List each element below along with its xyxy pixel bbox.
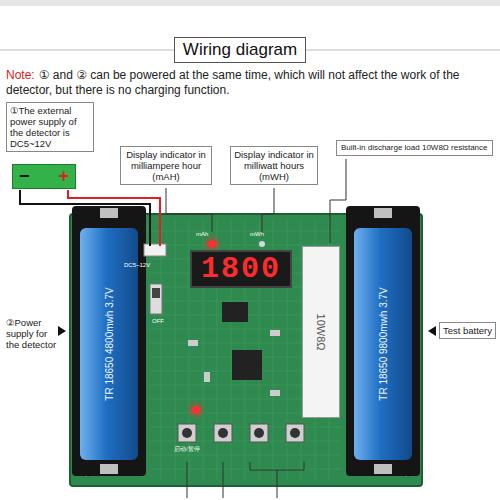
mcu-chip xyxy=(232,350,262,380)
holder-contact xyxy=(100,464,118,474)
smd-part xyxy=(204,372,210,382)
silkscreen: mAh xyxy=(196,231,208,238)
note: Note:① and ② can be powered at the same … xyxy=(6,68,494,98)
ic-chip xyxy=(222,302,248,322)
holder-contact xyxy=(374,208,392,218)
battery-holder xyxy=(346,206,420,476)
battery-holder xyxy=(72,206,146,476)
power-switch xyxy=(150,284,162,314)
node-text: Test battery xyxy=(443,325,492,336)
mah-callout: Display indicator in milliampere hour (m… xyxy=(120,146,212,185)
button-bracket xyxy=(250,462,304,498)
node-text: Display indicator in milliampere hour (m… xyxy=(124,149,208,182)
supply-label: ②Power supply for the detector xyxy=(6,318,58,351)
pcb-board xyxy=(70,214,422,486)
diagram-title: Wiring diagram xyxy=(174,37,306,63)
node-text: 10W8Ω xyxy=(315,314,327,351)
pointer-arrow xyxy=(58,326,66,336)
battery-cell: TR 18650 9800mwh 3.7V xyxy=(354,228,412,460)
note-heading: Note: xyxy=(6,68,35,82)
holder-contact xyxy=(100,208,118,218)
leader-line xyxy=(166,188,212,232)
led-display: 1800 xyxy=(190,250,292,288)
load-resistor: 10W8Ω xyxy=(302,246,340,418)
node-text: Display indicator in milliwatt hours (mW… xyxy=(234,149,314,182)
led-glow xyxy=(188,402,204,418)
holder-contact xyxy=(374,464,392,474)
pcb-traces xyxy=(150,220,340,480)
silkscreen: OFF xyxy=(152,318,164,325)
supply-callout: ①The external power supply of the detect… xyxy=(6,102,94,152)
load-callout: Built-in discharge load 10W8Ω resistance xyxy=(336,140,493,156)
silkscreen: DC5~12V xyxy=(124,262,150,269)
node-text: ①The external power supply of the detect… xyxy=(10,105,90,149)
title-rule xyxy=(0,50,178,51)
smd-part xyxy=(270,390,280,396)
node-text: − xyxy=(19,166,30,187)
title-rule xyxy=(302,50,500,51)
silkscreen: 启动/暂停 xyxy=(174,446,200,453)
test-battery-callout: Test battery xyxy=(439,322,496,339)
power-terminal xyxy=(144,244,166,256)
pointer-arrow xyxy=(428,326,436,336)
node-text: + xyxy=(58,166,69,187)
led-mwh xyxy=(259,241,265,247)
button-leader xyxy=(187,462,188,498)
silkscreen: mWh xyxy=(250,231,264,238)
smd-part xyxy=(188,340,198,346)
power-supply-box: −+ xyxy=(12,164,76,189)
push-buttons xyxy=(178,424,304,442)
mwh-callout: Display indicator in milliwatt hours (mW… xyxy=(230,146,318,185)
node-text: 1800 xyxy=(201,252,281,286)
leader-line xyxy=(262,188,274,236)
switch-knob xyxy=(152,288,160,298)
smd-part xyxy=(270,330,280,336)
node-text: Built-in discharge load 10W8Ω resistance xyxy=(341,143,488,153)
button-leader xyxy=(223,462,224,498)
node-text: TR 18650 9800mwh 3.7V xyxy=(378,287,389,400)
top-band xyxy=(0,0,500,6)
node-text: TR 18650 4800mwh 3.7V xyxy=(104,287,115,400)
note-text: ① and ② can be powered at the same time,… xyxy=(6,68,460,97)
leader-line xyxy=(330,159,346,243)
